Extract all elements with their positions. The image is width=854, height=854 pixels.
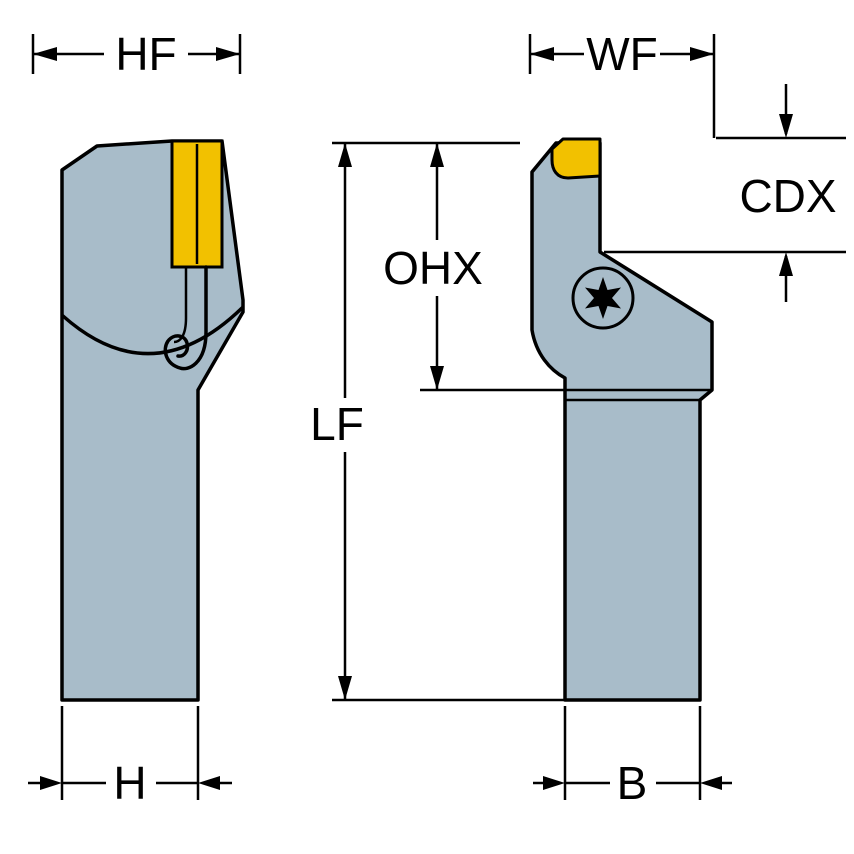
- dim-wf-label: WF: [586, 28, 658, 80]
- dim-cdx-label: CDX: [739, 170, 836, 222]
- arrow-down-icon: [338, 676, 352, 700]
- front-view-insert: [550, 137, 602, 180]
- arrow-up-icon: [779, 252, 793, 276]
- dim-ohx-label: OHX: [383, 242, 483, 294]
- arrow-right-icon: [216, 47, 240, 61]
- clamp-screw-head: [571, 266, 635, 330]
- side-view: [60, 139, 245, 702]
- dim-hf: HF: [31, 28, 242, 80]
- torx-screw-icon: [585, 277, 621, 319]
- arrow-down-icon: [779, 114, 793, 138]
- dim-b: B: [533, 706, 732, 809]
- front-view-body: [530, 141, 714, 702]
- dim-h: H: [28, 706, 232, 809]
- blade-hook-slot: [173, 267, 188, 344]
- arrow-up-icon: [430, 143, 444, 167]
- dim-wf: WF: [528, 28, 716, 138]
- side-view-head-arc: [61, 306, 244, 356]
- dim-cdx: CDX: [604, 84, 846, 302]
- arrow-right-icon: [690, 47, 714, 61]
- dim-b-label: B: [617, 757, 648, 809]
- arrow-right-icon: [543, 776, 565, 790]
- arrow-up-icon: [338, 143, 352, 167]
- arrow-left-icon: [198, 776, 220, 790]
- arrow-down-icon: [430, 366, 444, 390]
- dim-h-label: H: [113, 757, 146, 809]
- dim-lf: LF: [310, 141, 565, 702]
- arrow-left-icon: [700, 776, 722, 790]
- front-view: [530, 137, 714, 702]
- blade-hook-outline: [163, 265, 208, 371]
- dim-ohx: OHX: [383, 143, 565, 392]
- arrow-left-icon: [530, 47, 554, 61]
- dim-hf-label: HF: [115, 28, 176, 80]
- dim-lf-label: LF: [310, 398, 364, 450]
- side-view-body: [60, 139, 245, 702]
- arrow-right-icon: [40, 776, 62, 790]
- arrow-left-icon: [33, 47, 57, 61]
